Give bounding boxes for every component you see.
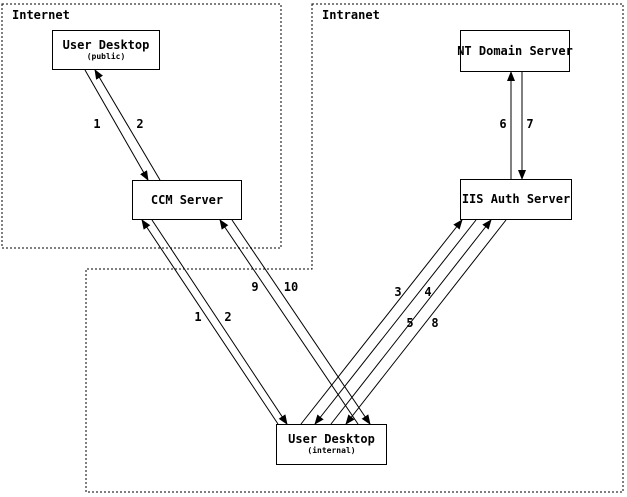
edge-user-desktop-public-to-ccm-server-step-1 — [84, 69, 149, 181]
edge-ccm-server-to-user-desktop-internal-step-10 — [231, 219, 371, 425]
edges-layer — [84, 69, 526, 425]
edge-user-desktop-internal-to-iis-auth-server-step-5 — [330, 219, 492, 425]
edge-step-label-5: 5 — [406, 316, 414, 330]
edge-step-label-1: 1 — [93, 117, 101, 131]
edge-iis-auth-server-to-user-desktop-internal-step-8 — [345, 219, 507, 425]
node-user-desktop-public: User Desktop (public) — [52, 30, 160, 70]
edge-user-desktop-internal-to-ccm-server-step-1 — [141, 219, 279, 425]
node-title: User Desktop — [62, 37, 150, 52]
node-user-desktop-internal: User Desktop (internal) — [276, 424, 387, 465]
internet-region-border — [1, 3, 282, 249]
edge-ccm-server-to-user-desktop-public-step-2 — [94, 69, 161, 181]
node-title: NT Domain Server — [457, 43, 573, 58]
edge-step-label-4: 4 — [424, 285, 432, 299]
edge-step-label-2: 2 — [136, 117, 144, 131]
node-title: IIS Auth Server — [461, 192, 571, 206]
edge-user-desktop-internal-to-iis-auth-server-step-3 — [300, 219, 463, 425]
edge-step-label-1: 1 — [194, 310, 202, 324]
edge-step-label-2: 2 — [224, 310, 232, 324]
node-subtitle: (public) — [86, 51, 126, 61]
edge-step-label-7: 7 — [526, 117, 534, 131]
edge-iis-auth-server-to-user-desktop-internal-step-4 — [314, 219, 477, 425]
edge-user-desktop-internal-to-ccm-server-step-9 — [219, 219, 359, 425]
node-nt-domain-server: NT Domain Server — [457, 30, 573, 72]
edge-step-label-8: 8 — [431, 316, 439, 330]
edge-step-label-9: 9 — [251, 280, 259, 294]
node-title: User Desktop — [288, 432, 375, 446]
node-title: CCM Server — [150, 192, 224, 207]
intranet-region-border — [85, 3, 624, 493]
intranet-region-label: Intranet — [322, 8, 380, 22]
edge-step-label-10: 10 — [283, 280, 299, 294]
edge-step-label-3: 3 — [394, 285, 402, 299]
node-ccm-server: CCM Server — [132, 180, 242, 220]
edge-ccm-server-to-user-desktop-internal-step-2 — [151, 219, 288, 425]
edge-step-label-6: 6 — [499, 117, 507, 131]
node-iis-auth-server: IIS Auth Server — [460, 179, 572, 220]
internet-region-label: Internet — [12, 8, 70, 22]
node-subtitle: (internal) — [307, 446, 356, 455]
